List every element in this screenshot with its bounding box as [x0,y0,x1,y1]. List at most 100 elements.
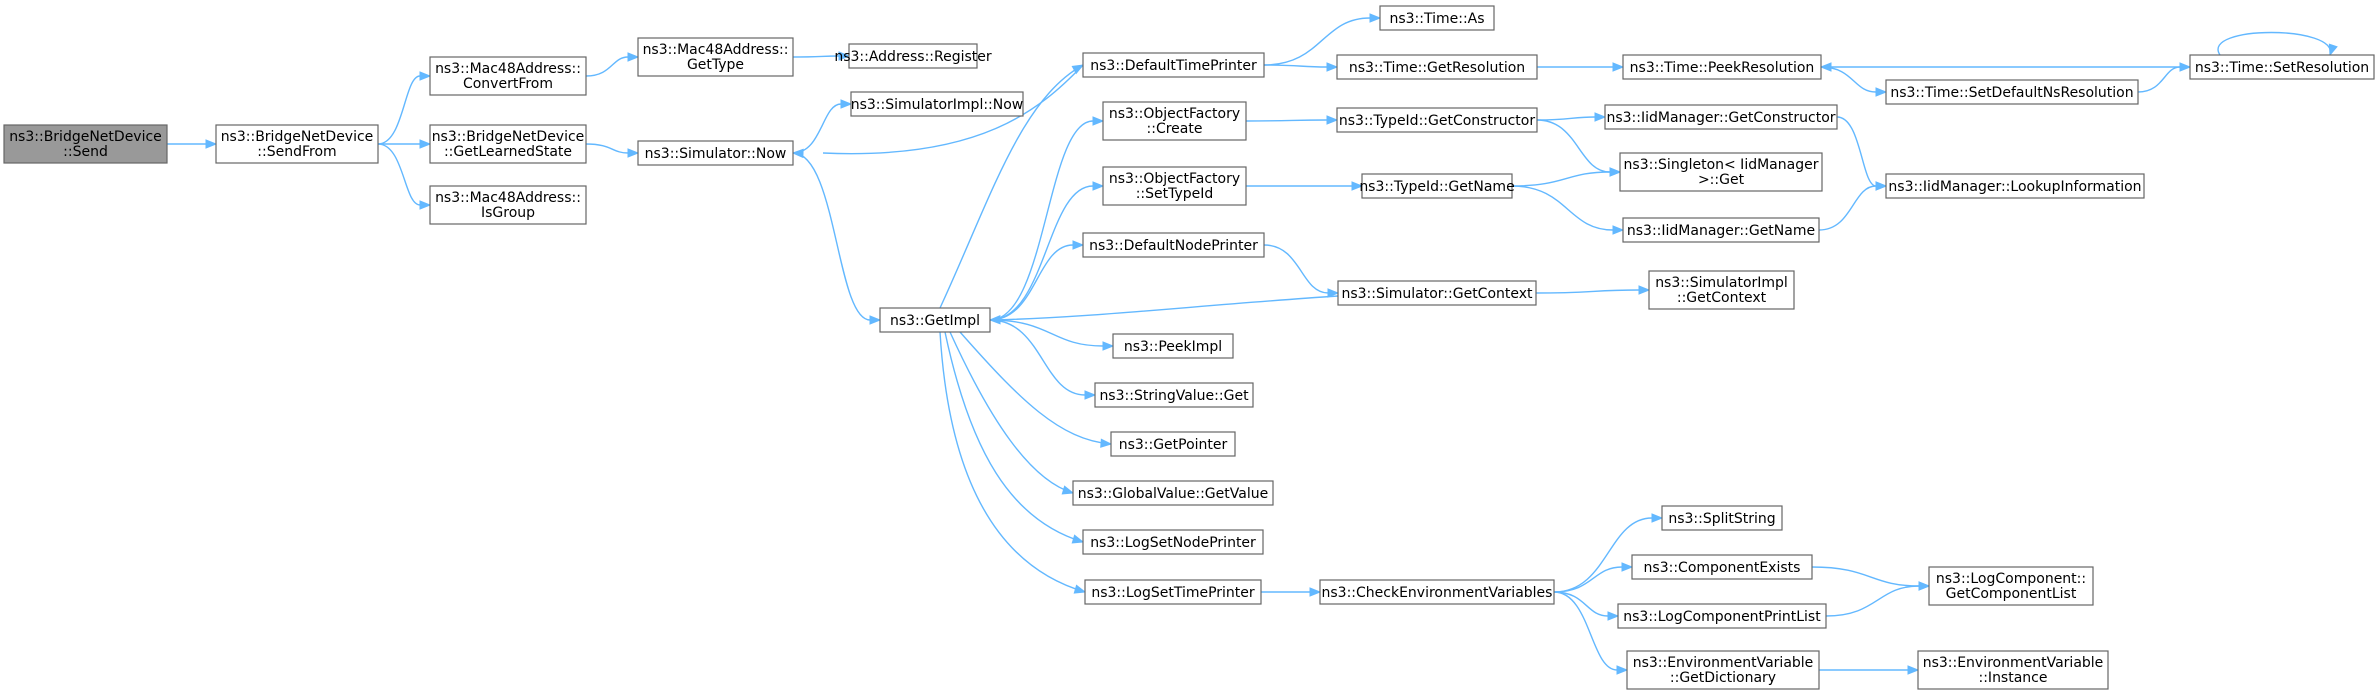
node-ns3-defaulttimeprinter[interactable]: ns3::DefaultTimePrinter [1082,52,1265,78]
node-ns3-typeid-getname[interactable]: ns3::TypeId::GetName [1359,173,1515,199]
edge [1535,285,1651,295]
node-label: ns3::SimulatorImpl::Now [851,97,1024,113]
node-label: ns3::ObjectFactory [1109,171,1240,187]
edge [791,64,1084,159]
node-ns3-bridgenetdevice-sendfrom[interactable]: ns3::BridgeNetDevice::SendFrom [215,124,379,164]
node-box [1072,480,1274,506]
node-label: ns3::Mac48Address:: [643,42,789,58]
node-label: ns3::LogSetTimePrinter [1091,585,1255,601]
node-label: ns3::Time::GetResolution [1349,60,1525,76]
node-label: ns3::DefaultTimePrinter [1090,58,1257,74]
node-ns3-environmentvariable-getdictionary[interactable]: ns3::EnvironmentVariable::GetDictionary [1626,650,1820,690]
node-label: ns3::EnvironmentVariable [1923,655,2104,671]
node-label: ns3::IidManager::GetName [1627,223,1815,239]
node-ns3-peekimpl[interactable]: ns3::PeekImpl [1112,333,1234,359]
edge [1818,181,1888,231]
node-ns3-objectfactory-settypeid[interactable]: ns3::ObjectFactory::SetTypeId [1102,166,1247,206]
node-ns3-defaultnodeprinter[interactable]: ns3::DefaultNodePrinter [1082,232,1265,258]
node-ns3-simulatorimpl-getcontext[interactable]: ns3::SimulatorImpl::GetContext [1648,270,1795,310]
edge [1511,167,1622,187]
node-ns3-time-peekresolution[interactable]: ns3::Time::PeekResolution [1622,54,1822,80]
node-box [1917,650,2109,690]
node-label: ns3::Time::SetResolution [2195,60,2369,76]
node-ns3-stringvalue-get[interactable]: ns3::StringValue::Get [1094,382,1254,408]
node-ns3-time-setresolution[interactable]: ns3::Time::SetResolution [2189,54,2375,80]
node-label: ns3::Mac48Address:: [435,61,581,77]
node-ns3-bridgenetdevice-send[interactable]: ns3::BridgeNetDevice::Send [3,124,168,164]
node-ns3-typeid-getconstructor[interactable]: ns3::TypeId::GetConstructor [1336,107,1538,133]
node-ns3-time-as[interactable]: ns3::Time::As [1379,5,1495,31]
node-label: ns3::Simulator::Now [645,146,787,162]
edge [2217,31,2338,57]
node-ns3-simulator-now[interactable]: ns3::Simulator::Now [637,140,794,166]
node-box [1885,79,2139,105]
edge [792,99,853,154]
node-ns3-mac48address-convertfrom[interactable]: ns3::Mac48Address::ConvertFrom [429,56,587,96]
node-label: ns3::Time::SetDefaultNsResolution [1890,85,2133,101]
node-ns3-simulatorimpl-now[interactable]: ns3::SimulatorImpl::Now [850,91,1024,117]
node-box [1619,152,1823,192]
node-box [1094,382,1254,408]
node-ns3-environmentvariable-instance[interactable]: ns3::EnvironmentVariable::Instance [1917,650,2109,690]
node-ns3-singleton-iidmanager-get[interactable]: ns3::Singleton< IidManager>::Get [1619,152,1823,192]
node-box [1928,566,2094,606]
node-box [637,140,794,166]
node-box [1361,173,1513,199]
node-label: GetComponentList [1946,586,2077,602]
node-label: ns3::LogSetNodePrinter [1090,535,1256,551]
node-box [1112,333,1234,359]
node-label: ns3::Singleton< IidManager [1624,157,1819,173]
node-label: ns3::SplitString [1668,511,1775,527]
node-ns3-getimpl[interactable]: ns3::GetImpl [879,307,991,333]
node-ns3-logsettimeprinter[interactable]: ns3::LogSetTimePrinter [1084,579,1262,605]
node-label: ns3::IidManager::GetConstructor [1606,110,1835,126]
edge [1819,62,2190,72]
node-box [429,124,587,164]
node-ns3-componentexists[interactable]: ns3::ComponentExists [1631,554,1813,580]
node-ns3-getpointer[interactable]: ns3::GetPointer [1110,431,1236,457]
edge [1553,513,1664,593]
node-box [3,124,168,164]
node-ns3-objectfactory-create[interactable]: ns3::ObjectFactory::Create [1102,101,1247,141]
node-ns3-logcomponent-getcomponentlist[interactable]: ns3::LogComponent::GetComponentList [1928,566,2094,606]
node-ns3-simulator-getcontext[interactable]: ns3::Simulator::GetContext [1337,280,1537,306]
edge [1553,591,1620,621]
edge [989,240,1085,321]
node-ns3-bridgenetdevice-getlearnedstate[interactable]: ns3::BridgeNetDevice::GetLearnedState [429,124,587,164]
edge [377,143,432,210]
node-ns3-logcomponentprintlist[interactable]: ns3::LogComponentPrintList [1617,603,1827,629]
edge [1553,562,1634,593]
edge [1263,13,1382,66]
node-box [1336,107,1538,133]
node-label: ns3::TypeId::GetConstructor [1339,113,1535,129]
node-label: ::GetContext [1677,290,1767,306]
node-ns3-iidmanager-lookupinformation[interactable]: ns3::IidManager::LookupInformation [1885,173,2145,199]
node-label: ::SetTypeId [1136,186,1214,202]
node-ns3-checkenvironmentvariables[interactable]: ns3::CheckEnvironmentVariables [1319,579,1555,605]
node-label: ns3::SimulatorImpl [1655,275,1788,291]
node-box [1622,217,1820,243]
node-ns3-time-getresolution[interactable]: ns3::Time::GetResolution [1336,54,1538,80]
node-label: ns3::ObjectFactory [1109,106,1240,122]
node-ns3-mac48address-gettype[interactable]: ns3::Mac48Address::GetType [637,37,794,77]
node-ns3-mac48address-isgroup[interactable]: ns3::Mac48Address::IsGroup [429,185,587,225]
node-box [879,307,991,333]
node-ns3-splitstring[interactable]: ns3::SplitString [1661,505,1783,531]
node-label: ns3::Mac48Address:: [435,190,581,206]
node-label: ns3::LogComponentPrintList [1623,609,1821,625]
node-box [1102,166,1247,206]
node-ns3-address-register[interactable]: ns3::Address::Register [834,43,992,69]
node-ns3-globalvalue-getvalue[interactable]: ns3::GlobalValue::GetValue [1072,480,1274,506]
node-box [1626,650,1820,690]
node-ns3-logsetnodeprinter[interactable]: ns3::LogSetNodePrinter [1082,529,1264,555]
edge [792,152,882,325]
node-ns3-iidmanager-getconstructor[interactable]: ns3::IidManager::GetConstructor [1604,104,1838,130]
node-ns3-time-setdefaultnsresolution[interactable]: ns3::Time::SetDefaultNsResolution [1885,79,2139,105]
edge [1825,581,1931,617]
node-label: ns3::CheckEnvironmentVariables [1322,585,1553,601]
edge [378,139,432,149]
node-label: ::GetLearnedState [444,144,572,160]
node-ns3-iidmanager-getname[interactable]: ns3::IidManager::GetName [1622,217,1820,243]
node-box [1337,280,1537,306]
